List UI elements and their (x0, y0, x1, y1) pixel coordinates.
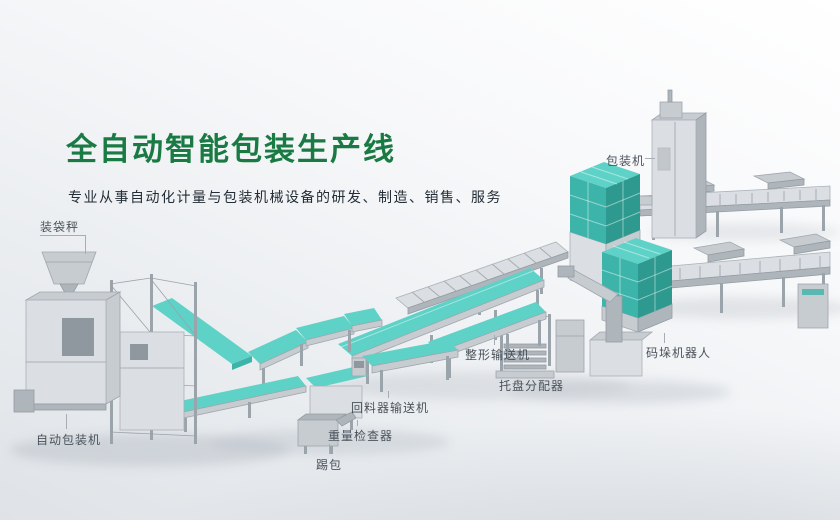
label-connector (329, 444, 330, 454)
label-packing-machine: 包装机 (606, 154, 646, 168)
discharge-conveyor (166, 376, 307, 432)
packing-machine-tower (623, 89, 708, 239)
label-bagging-scale: 装袋秤 (40, 220, 80, 234)
weight-checker-machine (306, 357, 368, 430)
label-auto-packing-machine: 自动包装机 (36, 433, 102, 447)
label-kick-bag: 踢包 (316, 458, 343, 472)
label-connector (388, 391, 389, 398)
palletizing-robot-machine (555, 265, 654, 377)
label-connector (40, 235, 86, 236)
label-connector (85, 235, 86, 254)
pallet-dispenser-machine (495, 314, 555, 379)
page-title: 全自动智能包装生产线 (66, 132, 396, 168)
label-connector (494, 335, 495, 345)
floor-shadows (10, 223, 840, 466)
label-connector (664, 333, 665, 343)
page-subtitle: 专业从事自动化计量与包装机械设备的研发、制造、销售、服务 (68, 190, 502, 206)
curve-conveyor (248, 308, 383, 388)
bagging-machine-complex (13, 251, 252, 444)
bag-kicker-machine (296, 411, 357, 454)
shaping-conveyor-machine (428, 302, 547, 378)
label-weight-checker: 重量检查器 (328, 429, 394, 443)
end-of-line-machine (797, 283, 829, 329)
label-shaping-conveyor: 整形输送机 (465, 348, 531, 362)
label-connector (645, 158, 655, 159)
label-return-feeder-conveyor: 回料器输送机 (351, 401, 430, 415)
infeed-roller-conveyor (395, 241, 569, 334)
label-connector (66, 414, 67, 429)
label-pallet-dispenser: 托盘分配器 (499, 379, 565, 393)
return-feeder-conveyor-machine (362, 340, 459, 392)
label-connector (357, 420, 358, 426)
label-palletizing-robot: 码垛机器人 (646, 346, 712, 360)
